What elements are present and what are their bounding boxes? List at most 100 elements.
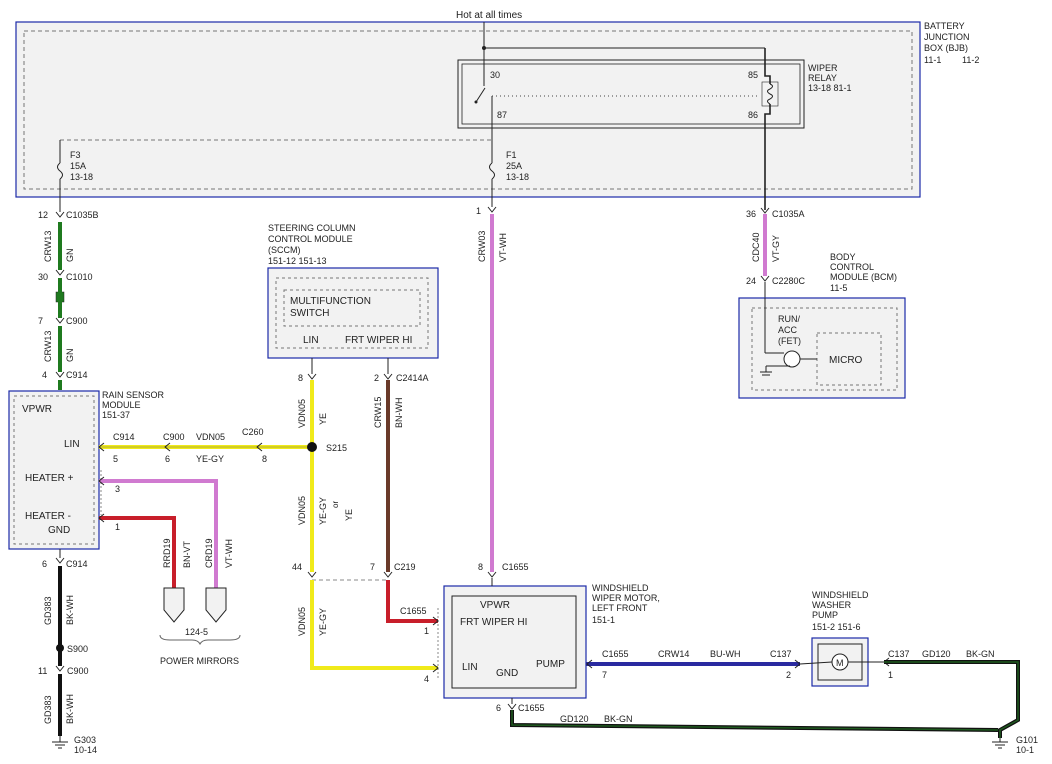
bjb-label: BOX (BJB)	[924, 43, 968, 53]
wiper-motor-frame	[443, 585, 587, 699]
c2414a-connector	[383, 373, 393, 380]
c1655-vpwr-connector	[487, 571, 497, 578]
c219-label: C219	[394, 562, 416, 572]
motor-lin-pin: 4	[424, 674, 429, 684]
bcm-fet-transistor-icon	[783, 350, 801, 368]
wire-or-label: or	[331, 501, 340, 508]
c219-lin-pin: 44	[292, 562, 302, 572]
rain-vpwr: VPWR	[22, 404, 52, 415]
c914-gnd-connector	[55, 557, 65, 564]
wire-buwh-label: BU-WH	[710, 649, 741, 659]
c900-gnd-connector	[55, 665, 65, 672]
rain-heater-minus: HEATER -	[25, 511, 71, 522]
bcm-fet-label: (FET)	[778, 336, 801, 346]
pin-8: 8	[262, 454, 267, 464]
c900-lin-label: C900	[163, 432, 185, 442]
wire-bkgn-label: BK-GN	[604, 714, 633, 724]
c1655-vpwr-pin: 8	[478, 562, 483, 572]
s215-splice	[307, 442, 317, 452]
bcm-label: CONTROL	[830, 262, 874, 272]
wire-gd120-label: GD120	[560, 714, 589, 724]
wire-ye-label: YE	[318, 413, 328, 425]
f3-ref: 13-18	[70, 172, 93, 182]
bjb-inner-dashed	[23, 30, 913, 190]
power-mirror-connector	[163, 587, 185, 623]
c2280c-connector	[760, 275, 770, 282]
relay-pin-30: 30	[490, 70, 500, 80]
c1035a-connector	[760, 207, 770, 214]
g101-ref: 10-1	[1016, 745, 1034, 755]
wire-gd120-washer	[884, 660, 1020, 738]
relay-coil	[767, 83, 773, 105]
g101-ground-icon	[992, 738, 1008, 749]
c1655-gnd-pin: 6	[496, 703, 501, 713]
wire-label-crw13: CRW13	[43, 331, 53, 362]
rain-sensor-frame	[8, 390, 100, 550]
motor-frt-wiper-hi: FRT WIPER HI	[460, 617, 527, 628]
wire-crw15-label: CRW15	[373, 397, 383, 428]
c1035b-connector	[55, 211, 65, 218]
wire-gd383-label: GD383	[43, 596, 53, 625]
wiper-motor-label: WINDSHIELD	[592, 583, 649, 593]
relay-pin-86: 86	[748, 110, 758, 120]
wire-rrd19-label: RRD19	[162, 538, 172, 568]
f1-pin: 1	[476, 206, 481, 216]
sccm-frame	[267, 267, 439, 359]
c914-label: C914	[66, 370, 88, 380]
wire-color-gn: GN	[65, 249, 75, 263]
f3-rating: 15A	[70, 161, 86, 171]
motor-lin-connector	[432, 663, 439, 673]
wiper-relay-inner	[461, 63, 801, 125]
c1655-vpwr-label: C1655	[502, 562, 529, 572]
c1010-label: C1010	[66, 272, 93, 282]
sccm-lin-pin: 8	[298, 373, 303, 383]
wiper-motor-ref: 151-1	[592, 615, 615, 625]
bcm-frame	[738, 297, 906, 399]
pin-5: 5	[113, 454, 118, 464]
c137-gnd-label: C137	[888, 649, 910, 659]
c1655-pump-label: C1655	[602, 649, 629, 659]
wire-heater-minus	[99, 516, 176, 588]
f3-name: F3	[70, 150, 81, 160]
f1-ref: 13-18	[506, 172, 529, 182]
bjb-ref: 11-2	[962, 55, 979, 65]
relay-switch-pivot	[474, 100, 478, 104]
c914-gnd-label: C914	[66, 559, 88, 569]
multifunction-switch	[283, 289, 421, 327]
c900-connector	[55, 317, 65, 324]
power-mirror-connector	[205, 587, 227, 623]
wire-crd19-label: CRD19	[204, 538, 214, 568]
c219-lin-connector	[307, 571, 317, 578]
c2414a-pin: 2	[374, 373, 379, 383]
wiper-motor-inner	[451, 595, 577, 689]
c2414a-label: C2414A	[396, 373, 429, 383]
wire-ye-label: YE	[344, 509, 354, 521]
f3-fuse-symbol	[57, 162, 63, 180]
g303-ground-icon	[52, 736, 68, 749]
c900-gnd-label: C900	[67, 666, 89, 676]
wire-crw14-label: CRW14	[658, 649, 689, 659]
f1-name: F1	[506, 150, 517, 160]
c219-frt-pin: 7	[370, 562, 375, 572]
wire-color-gn: GN	[65, 349, 75, 363]
motor-gnd: GND	[496, 668, 518, 679]
wire-bnvt-label: BN-VT	[182, 540, 192, 568]
rain-gnd-pin: 6	[42, 559, 47, 569]
multifunction-switch-label: MULTIFUNCTION	[290, 296, 371, 307]
power-mirrors-ref: 124-5	[185, 627, 208, 637]
s215-label: S215	[326, 443, 347, 453]
c1655-gnd-label: C1655	[518, 703, 545, 713]
s900-label: S900	[67, 644, 88, 654]
rain-sensor-label: MODULE	[102, 400, 141, 410]
wire-vtwh-label: VT-WH	[498, 233, 508, 262]
c137-pump-label: C137	[770, 649, 792, 659]
wire-bnwh-label: BN-WH	[394, 398, 404, 429]
relay-coil-wire	[764, 48, 771, 210]
c260-lin-connector	[256, 442, 263, 452]
bcm-micro-label: MICRO	[829, 355, 863, 366]
c2280c-pin: 24	[746, 276, 756, 286]
relay-pin-85: 85	[748, 70, 758, 80]
sccm-inner	[275, 277, 429, 349]
washer-pump-left	[799, 661, 833, 665]
